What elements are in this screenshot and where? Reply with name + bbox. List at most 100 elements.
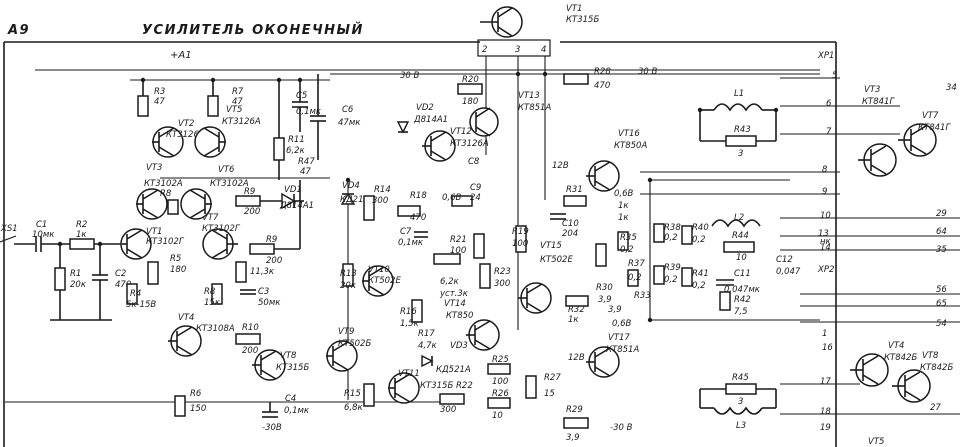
resistor-r33 — [565, 295, 589, 307]
r37-ref: R37 — [628, 259, 645, 269]
r6-ref: R6 — [190, 389, 202, 399]
vt12-ref: VT12 — [450, 127, 472, 137]
transistor-vt2 — [152, 126, 184, 158]
r22-set: уст.3к — [439, 289, 469, 299]
voltage-06-top: 0,6В — [614, 189, 634, 199]
r19-ref: R18 — [410, 191, 427, 201]
vt7-type: КТ3102Г — [202, 224, 241, 234]
r31-ref: R30 — [596, 283, 613, 293]
resistor-r3 — [137, 95, 149, 117]
pin-7: 7 — [826, 127, 832, 137]
resistor-r14 — [342, 263, 354, 287]
r23-value: 300 — [440, 405, 456, 415]
vt2-type: КТ3126А — [166, 130, 205, 140]
r28-value: 15 — [544, 389, 555, 399]
r11-ref: R11 — [288, 135, 305, 145]
r1-ref: R1 — [70, 269, 81, 279]
resistor-r43 — [725, 135, 757, 147]
vt4-out-type: КТ842Б — [884, 353, 917, 363]
vt15-type: КТ502Е — [540, 255, 573, 265]
vt3-ref: VT3 — [146, 163, 162, 173]
vt5-type: КТ3126А — [222, 117, 261, 127]
c12-value: 0,047 — [776, 267, 801, 277]
voltage-neg-30-right: -30 В — [610, 423, 633, 433]
vt11-ref: VT11 — [398, 369, 420, 379]
c3-value: 50мк — [258, 298, 281, 308]
transistor-vt8 — [252, 349, 286, 381]
vt13-type: КТ851А — [518, 103, 551, 113]
net-29: 29 — [936, 209, 947, 219]
r18-value: 4,7к — [418, 341, 438, 351]
vt1-type: КТ3102Г — [146, 237, 185, 247]
r2-ref: R2 — [76, 220, 87, 230]
r45-ref: R45 — [732, 373, 749, 383]
xp1-label: XP1 — [817, 51, 834, 61]
vt1-pin-block — [477, 39, 551, 57]
r47-ref: R47 — [298, 157, 315, 167]
net-65: 65 — [936, 299, 947, 309]
vt5-out-ref: VT5 — [868, 437, 884, 447]
resistor-r30 — [563, 417, 589, 429]
resistor-r20-top — [451, 195, 473, 207]
transistor-vt16 — [586, 160, 620, 192]
resistor-r22 — [433, 253, 461, 265]
voltage-12-bot: 12В — [568, 353, 585, 363]
transistor-vt4 — [168, 325, 202, 357]
vt17-ref: VT17 — [608, 333, 630, 343]
r2-value: 1к — [76, 230, 87, 240]
resistor-r32 — [563, 195, 587, 207]
pin-19: 19 — [820, 423, 831, 433]
r7-value: 47 — [232, 97, 243, 107]
diode-vd4 — [340, 192, 356, 205]
c12-ref: C12 — [776, 255, 793, 265]
r26-ref: R25 — [492, 355, 509, 365]
r21-ref: R20 — [462, 75, 479, 85]
pin-6: 6 — [826, 99, 832, 109]
pin-9: 9 — [822, 187, 827, 197]
resistor-r26 — [487, 363, 511, 375]
pin-1: 1 — [822, 329, 827, 339]
vt1-pin-3: 3 — [515, 45, 520, 55]
r12-note: 11,3к — [250, 267, 275, 277]
transistor-vt1 — [120, 228, 152, 260]
resistor-r2 — [69, 238, 95, 250]
r42-ref: R42 — [734, 295, 751, 305]
transistor-vt3 — [136, 188, 168, 220]
r8-value: 15к — [204, 298, 221, 308]
c10-ref: C10 — [562, 219, 579, 229]
vt1-pin-2: 2 — [482, 45, 487, 55]
transistor-vt7-out — [898, 123, 937, 157]
resistor-r25 — [479, 263, 491, 289]
r4-ref: R4 — [130, 289, 141, 299]
r17-value: 1,5к — [400, 319, 420, 329]
vt4-ref: VT4 — [178, 313, 194, 323]
r23-ref: R22 — [456, 381, 473, 391]
r20-ref: R19 — [512, 227, 529, 237]
net-54: 54 — [936, 319, 947, 329]
vt3-out-ref: VT3 — [864, 85, 880, 95]
voltage-12-top: 12В — [552, 161, 569, 171]
resistor-r12 — [235, 261, 247, 283]
transistor-vt4-out — [850, 353, 889, 387]
pin-8: 8 — [822, 165, 828, 175]
c2-value: 470 — [115, 280, 131, 290]
r39-value: 0,2 — [664, 275, 678, 285]
vd4-ref: VD4 — [342, 181, 360, 191]
c3-ref: C3 — [258, 287, 269, 297]
transistor-vt13-small — [469, 107, 499, 137]
pin-17: 17 — [820, 377, 831, 387]
c5-value: 0,1мк — [296, 107, 322, 117]
resistor-r37 — [627, 269, 639, 287]
resistor-r19 — [397, 205, 421, 217]
r5-value: 180 — [170, 265, 186, 275]
r5-ref: R5 — [170, 254, 181, 264]
resistor-r29 — [563, 73, 589, 85]
supply-label: +A1 — [170, 50, 192, 61]
transistor-vt1-ext — [480, 6, 523, 38]
c9-value: 24 — [470, 193, 481, 203]
voltage-30-right: 30 В — [638, 67, 658, 77]
schematic-title: УСИЛИТЕЛЬ ОКОНЕЧНЫЙ — [142, 22, 364, 38]
r21-value: 180 — [462, 97, 478, 107]
r6-value: 150 — [190, 404, 206, 414]
